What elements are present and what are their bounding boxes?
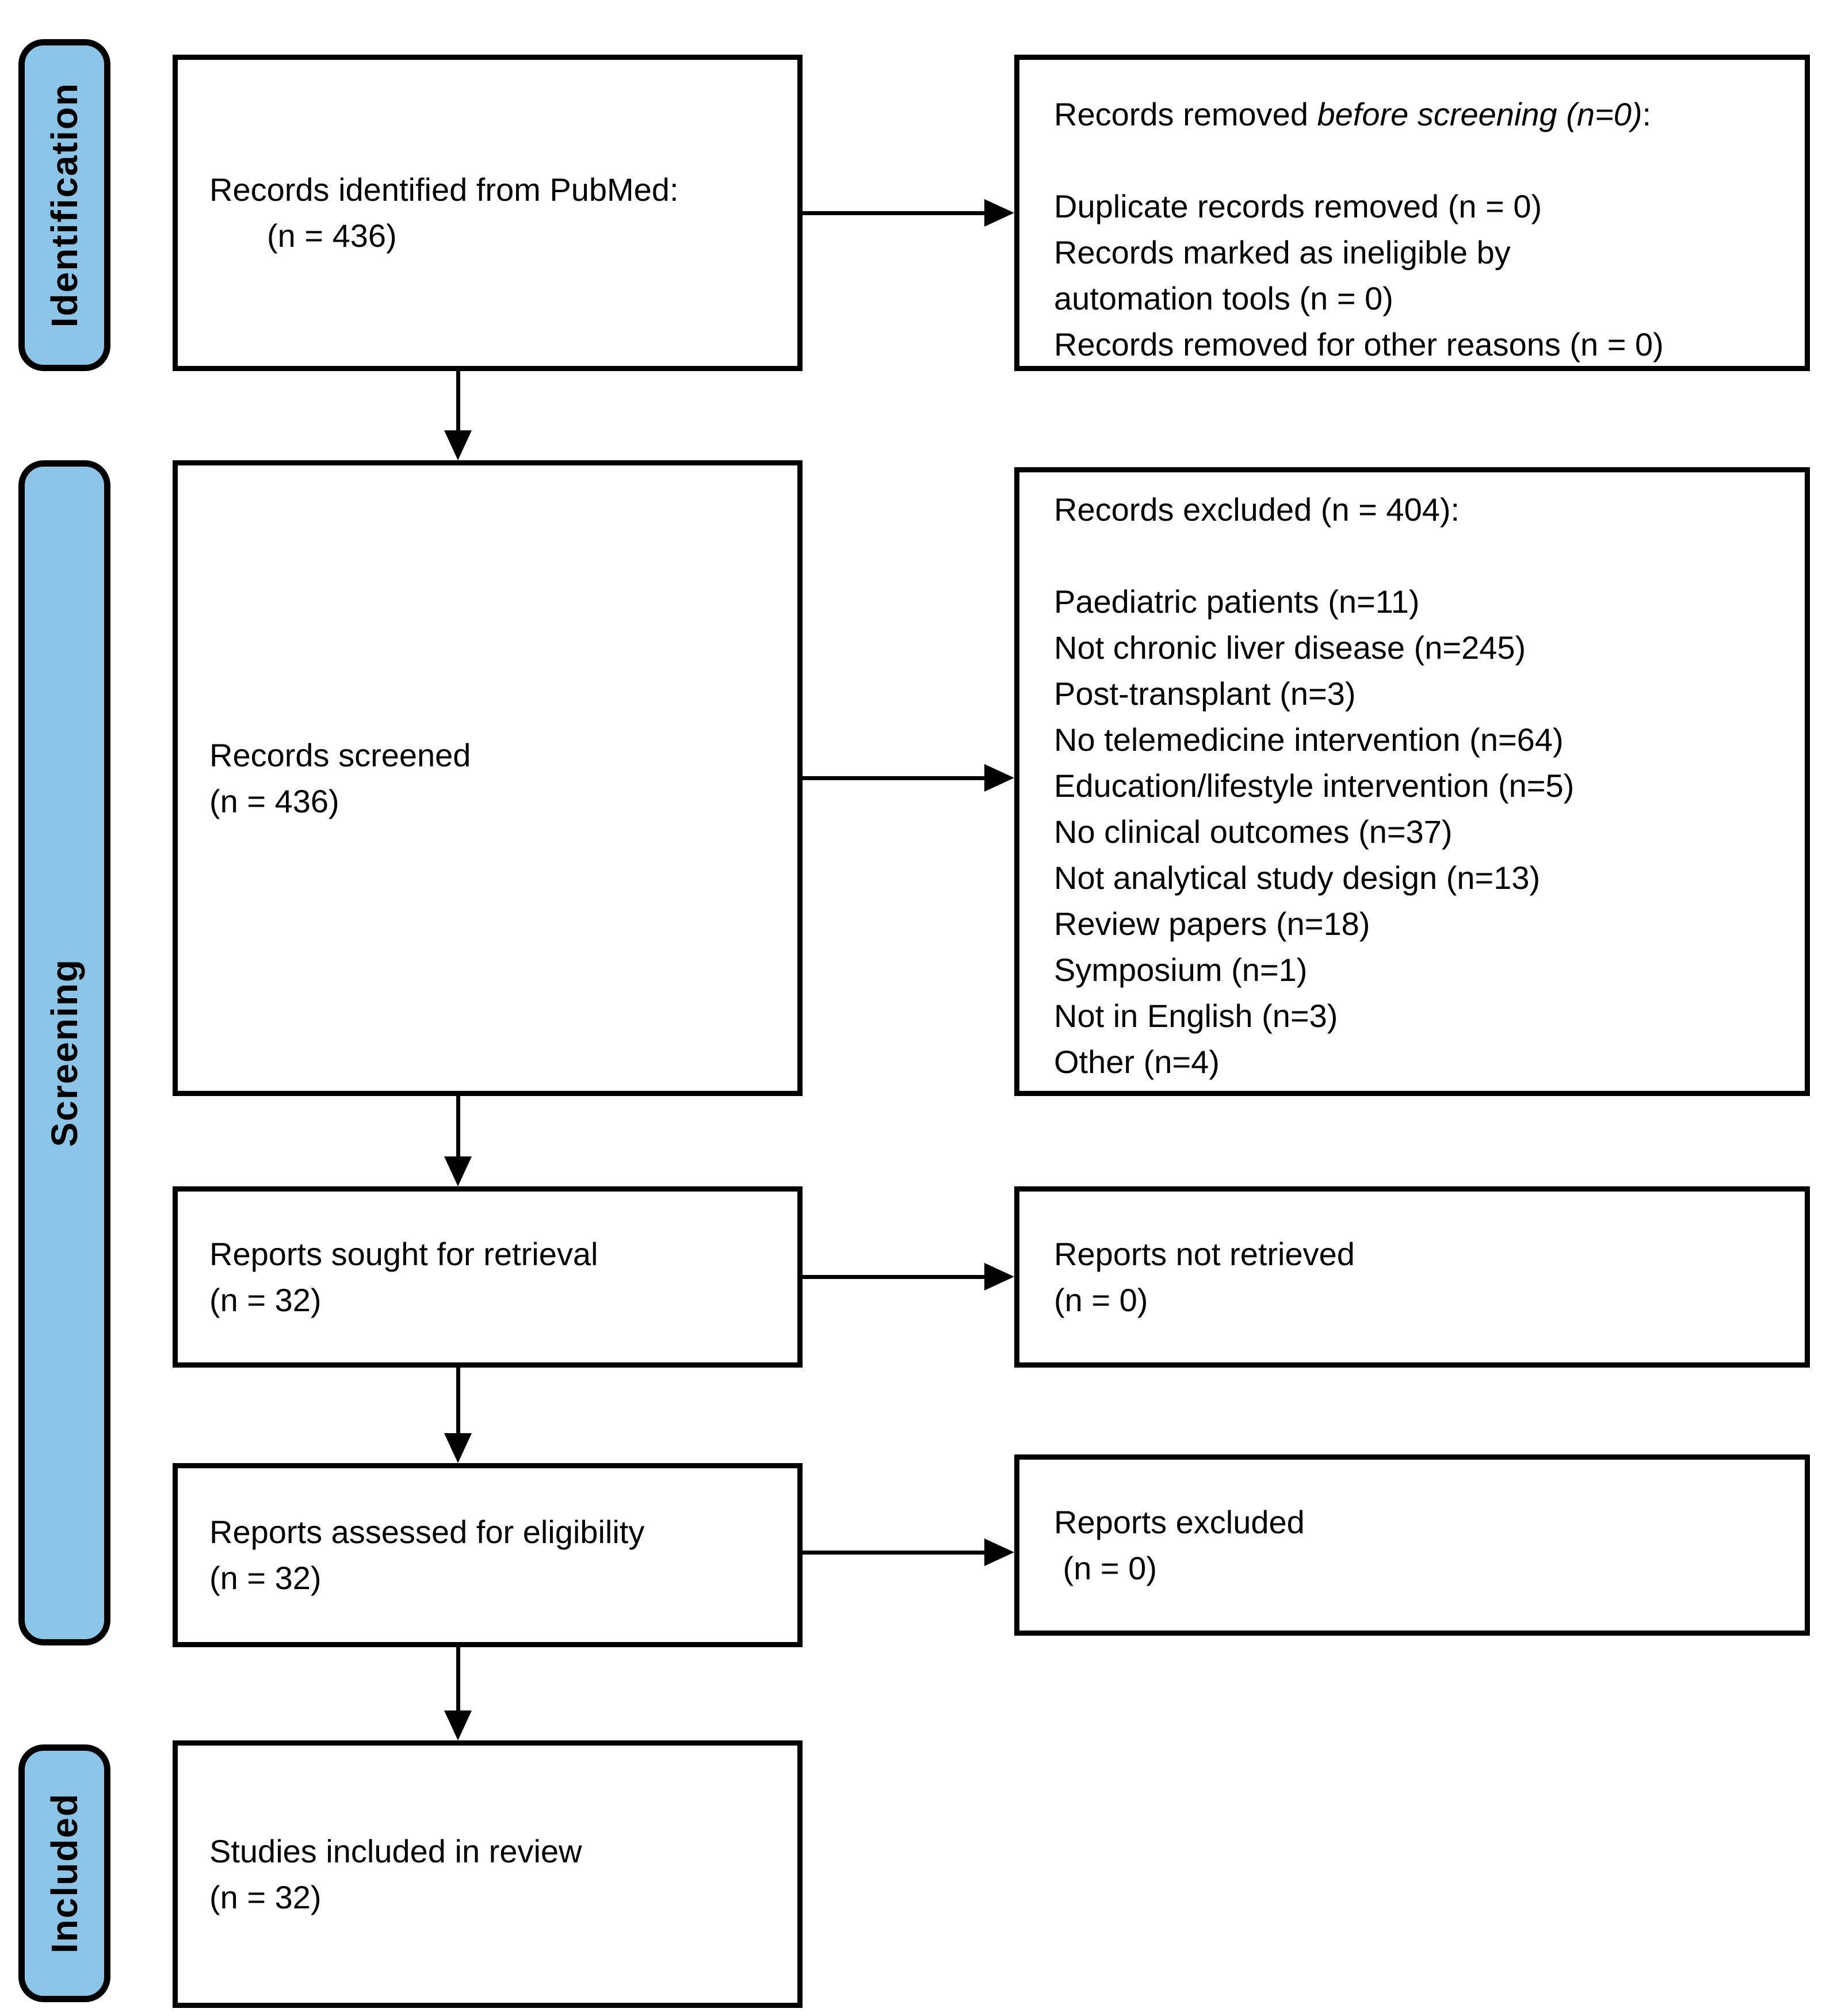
records-removed-header-suffix: : <box>1642 96 1652 132</box>
stage-bar-identification: Identification <box>18 39 110 371</box>
arrow-right-icon <box>984 199 1014 227</box>
arrow-line <box>456 371 460 432</box>
reports-sought-text: Reports sought for retrieval (n = 32) <box>209 1235 598 1318</box>
stage-label-screening: Screening <box>44 959 85 1147</box>
records-removed-header-italic: before screening (n=0) <box>1317 96 1642 132</box>
arrow-right-icon <box>984 764 1014 792</box>
arrow-down-icon <box>444 1710 472 1740</box>
arrow-right-icon <box>984 1263 1014 1290</box>
records-removed-header: Records removed before screening (n=0): <box>1054 91 1782 138</box>
records-screened-text: Records screened (n = 436) <box>209 736 471 819</box>
studies-included-text: Studies included in review (n = 32) <box>209 1832 582 1915</box>
arrow-line <box>456 1647 460 1712</box>
arrow-line <box>803 1275 985 1279</box>
reports-excluded-text: Reports excluded (n = 0) <box>1054 1503 1305 1586</box>
records-excluded-header: Records excluded (n = 404): <box>1054 491 1460 528</box>
arrow-down-icon <box>444 1156 472 1186</box>
stage-bar-included: Included <box>18 1744 110 2002</box>
box-studies-included: Studies included in review (n = 32) <box>173 1740 803 2008</box>
stage-label-identification: Identification <box>44 82 85 328</box>
box-reports-assessed: Reports assessed for eligibility (n = 32… <box>173 1463 803 1647</box>
arrow-right-icon <box>984 1538 1014 1566</box>
box-records-excluded: Records excluded (n = 404): Paediatric p… <box>1014 467 1810 1096</box>
box-reports-excluded: Reports excluded (n = 0) <box>1014 1454 1810 1636</box>
arrow-line <box>456 1096 460 1158</box>
records-identified-count: (n = 436) <box>267 217 397 254</box>
box-records-removed-before-screening: Records removed before screening (n=0): … <box>1014 55 1810 371</box>
records-removed-header-prefix: Records removed <box>1054 96 1317 132</box>
stage-label-included: Included <box>44 1793 85 1954</box>
box-records-screened: Records screened (n = 436) <box>173 460 803 1096</box>
arrow-line <box>803 776 985 780</box>
arrow-down-icon <box>444 1433 472 1463</box>
box-records-identified: Records identified from PubMed: (n = 436… <box>173 55 803 371</box>
records-identified-line1: Records identified from PubMed: <box>209 171 679 208</box>
box-reports-sought: Reports sought for retrieval (n = 32) <box>173 1186 803 1368</box>
reports-not-retrieved-text: Reports not retrieved (n = 0) <box>1054 1235 1355 1318</box>
arrow-line <box>803 211 985 215</box>
arrow-line <box>803 1551 985 1555</box>
arrow-line <box>456 1368 460 1435</box>
records-excluded-items: Paediatric patients (n=11) Not chronic l… <box>1054 583 1575 1080</box>
stage-bar-screening: Screening <box>18 460 110 1645</box>
reports-assessed-text: Reports assessed for eligibility (n = 32… <box>209 1514 645 1596</box>
arrow-down-icon <box>444 430 472 460</box>
records-removed-items: Duplicate records removed (n = 0) Record… <box>1054 188 1664 362</box>
box-reports-not-retrieved: Reports not retrieved (n = 0) <box>1014 1186 1810 1368</box>
